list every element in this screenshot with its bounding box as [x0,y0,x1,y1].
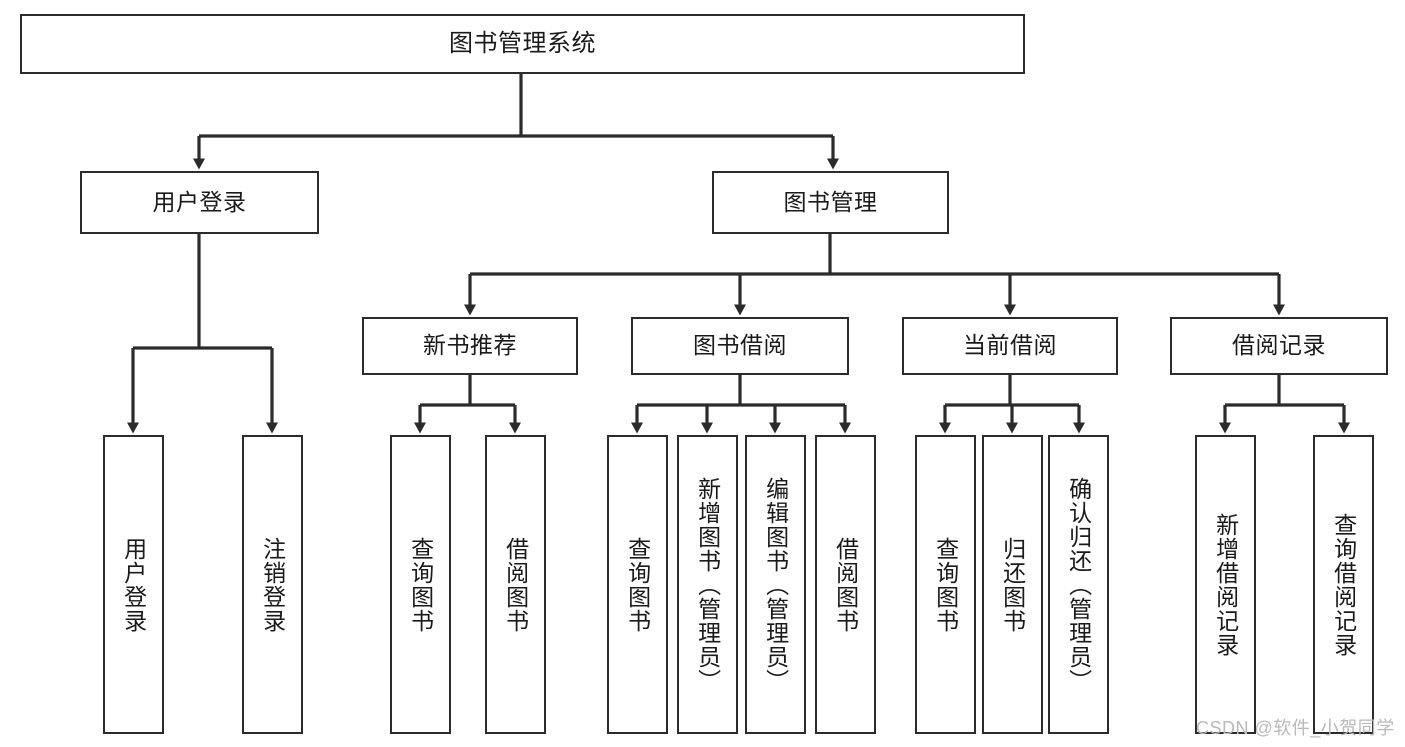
node-label: 用户登录 [120,536,147,633]
node-book-manage[interactable]: 图书管理 [712,171,949,234]
node-label: 查询图书 [932,536,959,633]
node-label: 用户登录 [152,188,247,215]
node-label: 图书借阅 [693,332,787,359]
leaf-add-book[interactable]: 新增图书（管理员） [677,435,738,734]
node-label: 当前借阅 [963,332,1057,359]
node-label: 借阅记录 [1232,332,1326,359]
leaf-confirm-return[interactable]: 确认归还（管理员） [1048,435,1109,734]
node-borrow-record[interactable]: 借阅记录 [1170,317,1388,375]
leaf-add-record[interactable]: 新增借阅记录 [1195,435,1256,734]
node-label: 注销登录 [259,536,286,633]
node-current-borrow[interactable]: 当前借阅 [902,317,1118,375]
node-label: 新增借阅记录 [1212,512,1239,657]
leaf-borrow-book-2[interactable]: 借阅图书 [815,435,876,734]
leaf-user-login[interactable]: 用户登录 [103,435,164,734]
node-root-system[interactable]: 图书管理系统 [20,14,1025,74]
node-label: 确认归还（管理员） [1065,476,1092,693]
node-book-borrow[interactable]: 图书借阅 [631,317,849,375]
csdn-watermark: CSDN @软件_小贺同学 [1196,718,1395,738]
leaf-query-record[interactable]: 查询借阅记录 [1313,435,1374,734]
leaf-query-book-3[interactable]: 查询图书 [915,435,976,734]
node-label: 新书推荐 [423,332,517,359]
node-user-login[interactable]: 用户登录 [80,171,319,234]
leaf-edit-book[interactable]: 编辑图书（管理员） [745,435,806,734]
leaf-query-book-1[interactable]: 查询图书 [390,435,451,734]
leaf-logout-login[interactable]: 注销登录 [242,435,303,734]
node-label: 新增图书（管理员） [694,476,721,693]
leaf-borrow-book-1[interactable]: 借阅图书 [485,435,546,734]
node-label: 查询借阅记录 [1330,512,1357,657]
node-label: 图书管理系统 [449,29,596,57]
leaf-query-book-2[interactable]: 查询图书 [607,435,668,734]
leaf-return-book[interactable]: 归还图书 [982,435,1043,734]
node-label: 借阅图书 [502,536,529,633]
node-label: 编辑图书（管理员） [762,476,789,693]
node-label: 查询图书 [407,536,434,633]
node-label: 查询图书 [624,536,651,633]
node-label: 归还图书 [999,536,1026,633]
node-new-book-recommend[interactable]: 新书推荐 [362,317,578,375]
node-label: 图书管理 [783,188,878,215]
node-label: 借阅图书 [832,536,859,633]
